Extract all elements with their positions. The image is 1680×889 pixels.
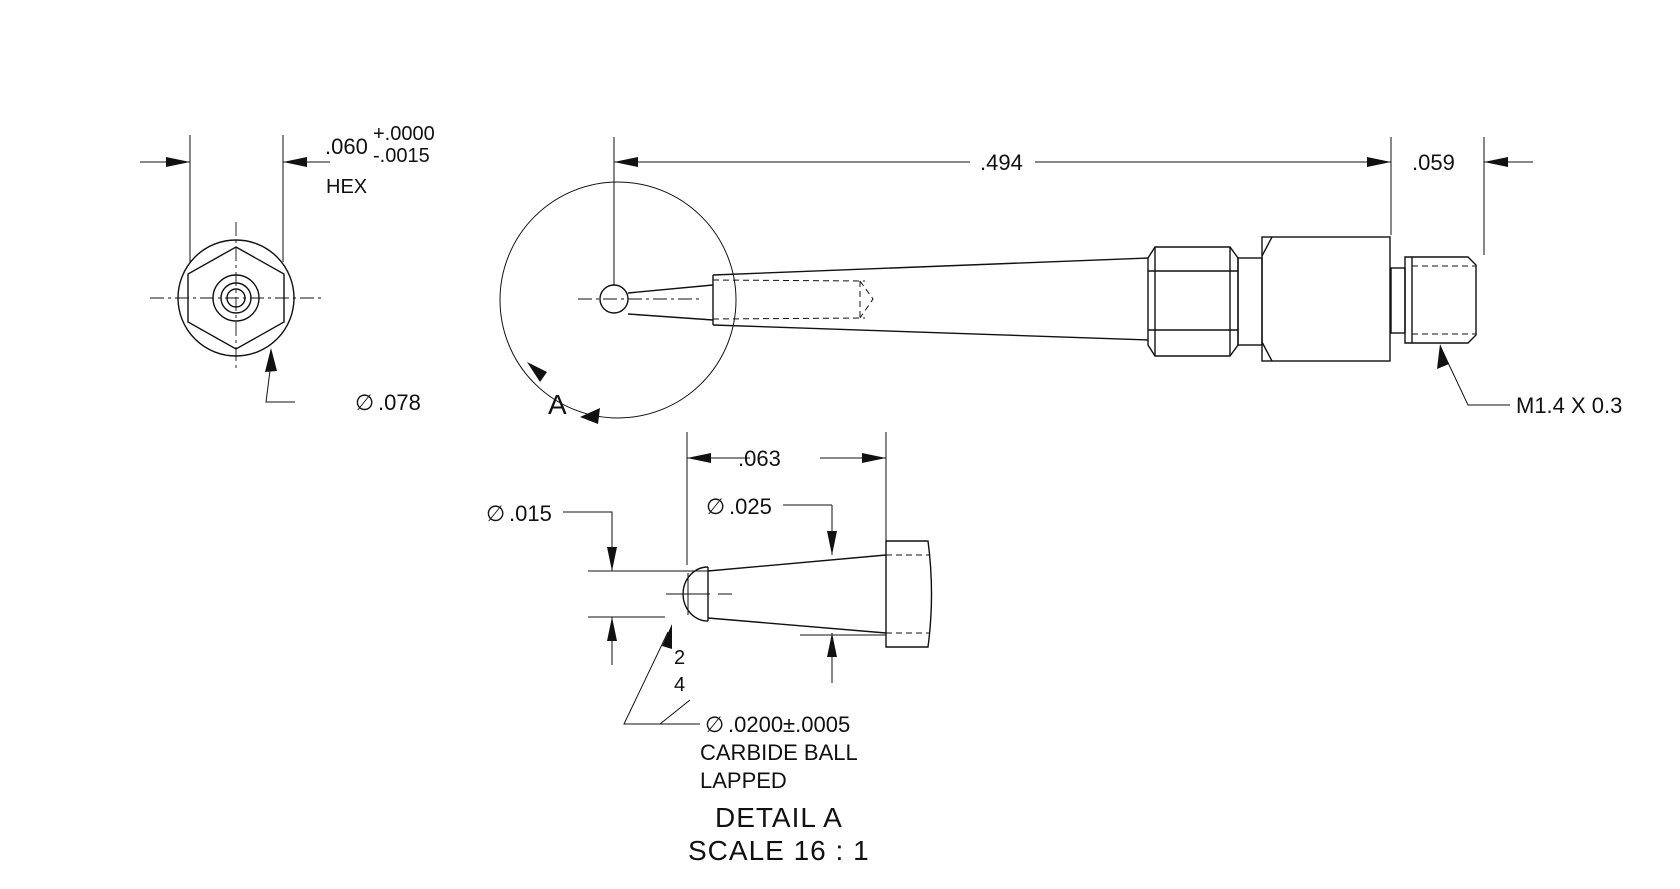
hex-tolerance-minus: -.0015 bbox=[373, 145, 430, 167]
surface-finish-bottom-value: 4 bbox=[674, 674, 685, 696]
ball-diameter-symbol: ∅ bbox=[705, 712, 724, 737]
hex-tolerance-plus: +.0000 bbox=[373, 123, 435, 145]
ball-note-finish: LAPPED bbox=[700, 768, 787, 793]
detail-a-view bbox=[563, 432, 933, 725]
hex-diameter-symbol: ∅ bbox=[355, 390, 374, 415]
detail-scale: SCALE 16 : 1 bbox=[688, 835, 870, 866]
side-view bbox=[499, 137, 1533, 424]
detail-shank-diameter-value: .025 bbox=[729, 494, 772, 519]
end-view bbox=[140, 135, 330, 403]
thread-length-value: .059 bbox=[1412, 150, 1455, 175]
detail-small-diameter-symbol: ∅ bbox=[486, 501, 505, 526]
hex-size-value: .060 bbox=[325, 134, 368, 159]
detail-length-value: .063 bbox=[738, 446, 781, 471]
detail-small-diameter-value: .015 bbox=[509, 501, 552, 526]
ball-diameter-value: .0200±.0005 bbox=[728, 712, 850, 737]
surface-finish-top-value: 2 bbox=[674, 647, 685, 669]
ball-note-material: CARBIDE BALL bbox=[700, 740, 858, 765]
overall-length-value: .494 bbox=[980, 150, 1023, 175]
hex-diameter-value: .078 bbox=[378, 390, 421, 415]
detail-shank-diameter-symbol: ∅ bbox=[706, 494, 725, 519]
detail-title: DETAIL A bbox=[715, 802, 843, 833]
thread-spec-label: M1.4 X 0.3 bbox=[1516, 393, 1622, 418]
hex-label: HEX bbox=[326, 176, 367, 198]
detail-callout-letter: A bbox=[548, 389, 568, 420]
